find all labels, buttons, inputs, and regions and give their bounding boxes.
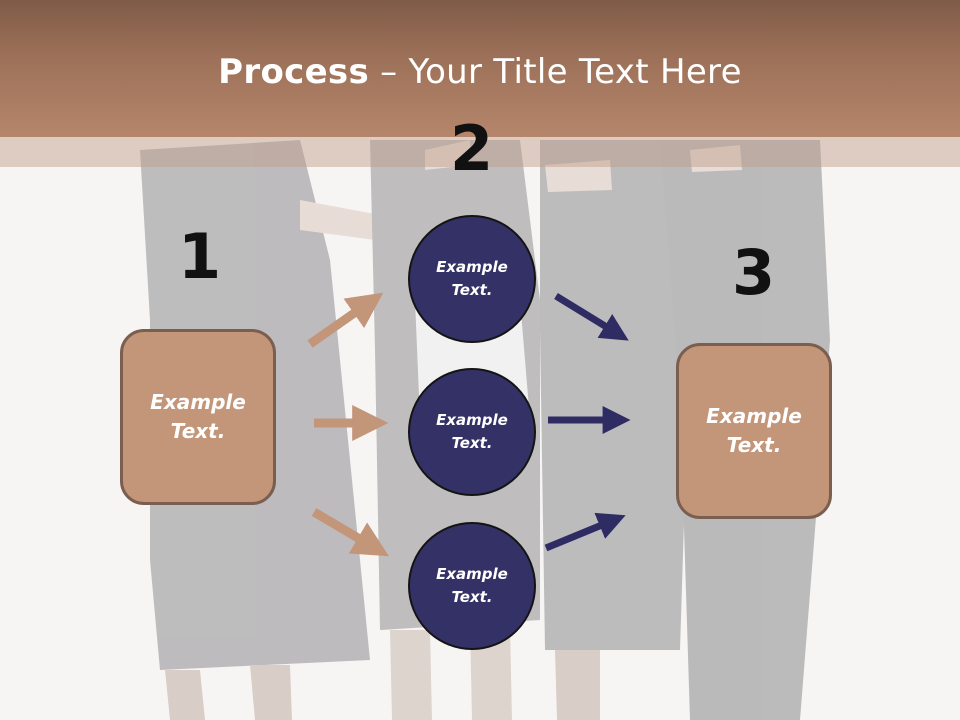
circle-middle-line2: Text.	[451, 434, 493, 452]
arrow-left-up	[307, 292, 384, 348]
circle-bottom[interactable]: Example Text.	[408, 522, 536, 650]
title-bold: Process	[218, 52, 370, 92]
arrow-right-down	[554, 293, 629, 341]
circle-top[interactable]: Example Text.	[408, 215, 536, 343]
circle-middle[interactable]: Example Text.	[408, 368, 536, 496]
left-box-line2: Text.	[170, 419, 226, 443]
step-number-2: 2	[450, 112, 494, 185]
title-banner-strip	[0, 137, 960, 167]
arrow-right-up	[544, 512, 626, 552]
slide-title: Process – Your Title Text Here	[0, 52, 960, 92]
circle-bottom-line1: Example	[436, 565, 508, 583]
circle-top-line1: Example	[436, 258, 508, 276]
circle-bottom-line2: Text.	[451, 588, 493, 606]
arrow-left-down	[311, 508, 389, 557]
left-box-line1: Example	[150, 390, 246, 414]
left-text-box[interactable]: Example Text.	[120, 329, 276, 505]
title-rest: – Your Title Text Here	[369, 52, 742, 92]
step-number-1: 1	[178, 220, 222, 293]
right-text-box[interactable]: Example Text.	[676, 343, 832, 519]
title-banner	[0, 0, 960, 137]
circle-top-line2: Text.	[451, 281, 493, 299]
circle-middle-line1: Example	[436, 411, 508, 429]
right-box-line1: Example	[706, 404, 802, 428]
step-number-3: 3	[732, 236, 776, 309]
right-box-line2: Text.	[726, 433, 782, 457]
